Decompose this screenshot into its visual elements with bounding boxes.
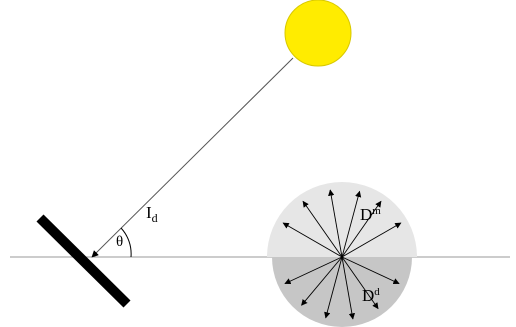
lower-dome-arrow-4	[324, 256, 343, 319]
radial-arrows	[282, 189, 402, 320]
upper-dome-arrow-6	[282, 222, 343, 258]
label-dome-lower-main: D	[362, 286, 374, 305]
lower-dome-arrow-3	[341, 256, 356, 320]
upper-dome-arrow-4	[328, 189, 343, 258]
label-intensity-sub: d	[152, 211, 158, 225]
ground-dome-lower	[272, 257, 412, 327]
incident-ray	[91, 57, 294, 258]
upper-dome-arrow-2	[341, 200, 382, 258]
label-intensity-main: I	[146, 203, 152, 222]
label-dome-upper: Dm	[360, 205, 381, 224]
lower-dome-arrow-6	[284, 256, 343, 285]
label-dome-lower: Dd	[362, 286, 380, 305]
lower-dome-arrow-5	[301, 256, 343, 306]
label-dome-lower-sup: d	[374, 286, 380, 298]
upper-dome-arrow-5	[302, 200, 343, 258]
tilted-panel	[36, 214, 131, 308]
angle-arc	[120, 227, 132, 258]
label-angle: θ	[116, 234, 123, 250]
sun-icon	[284, 0, 352, 67]
lower-dome-arrow-1	[341, 256, 400, 285]
label-dome-upper-main: D	[360, 205, 372, 224]
upper-dome-arrow-3	[341, 190, 362, 258]
lower-dome-arrow-2	[341, 256, 379, 310]
sky-dome-upper	[267, 182, 417, 257]
label-intensity: Id	[146, 203, 158, 225]
upper-dome-arrow-1	[341, 222, 402, 258]
label-dome-upper-sup: m	[372, 205, 381, 217]
